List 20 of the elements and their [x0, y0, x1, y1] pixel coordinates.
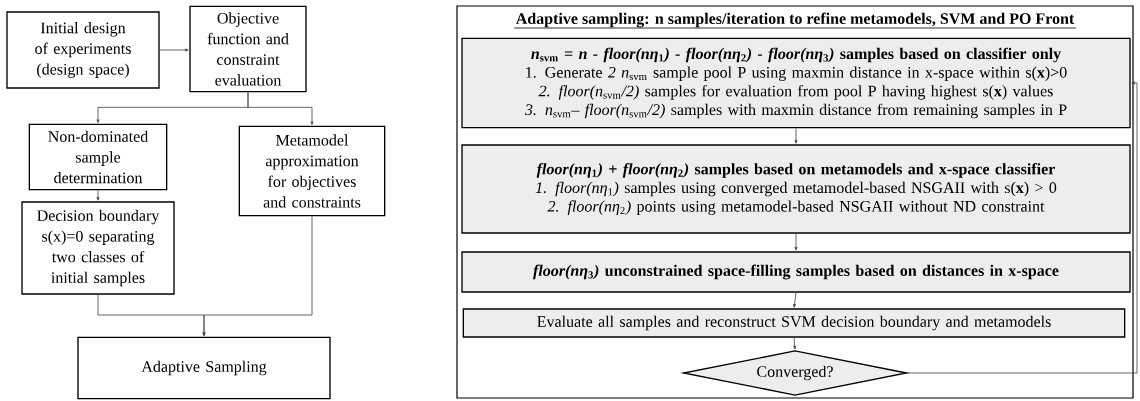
process-box: Decision boundary s(x)=0 separating two classes of initial samples [21, 201, 175, 295]
process-box: floor(nη$_{1}$) + floor(nη$_{2}$) samples based on metamodels and x-space classifier 1. floor(nη$_{1}$) samples using converged metamodel-based NSGAII with s(x) > 0 2. floor(nη$_{2}$) points using metamodel-based NSGAII without ND constraint [461, 144, 1131, 234]
arrow [907, 81, 1138, 374]
process-box: Non-dominated sample determination [28, 123, 168, 191]
arrow [96, 189, 100, 201]
process-box: Metamodel approximation for objectives and constraints [238, 125, 386, 217]
process-box: Evaluate all samples and reconstruct SVM decision boundary and metamodels [462, 308, 1126, 338]
arrow [202, 215, 313, 336]
process-box: n$_{svm}$ = n - floor(nη$_{1}$) - floor(nη$_{2}$) - floor(nη$_{3}$) samples based on classifier only 1. Generate 2 n$_{svm}$ sample pool P using maxmin distance in x-space within s(x)>0 2. floor(n$_{svm}$/2) samples for evaluation from pool P having highest s(x) values 3. n$_{svm}$– floor(n$_{svm}$/2) samples with maxmin distance from remaining samples in P [461, 37, 1131, 129]
arrow [794, 127, 798, 144]
arrow [793, 337, 797, 350]
arrow [794, 233, 798, 251]
process-box: Objective function and constraint evaluation [189, 5, 307, 93]
arrow [793, 292, 797, 308]
process-box: Initial design of experiments (design space) [6, 11, 160, 89]
process-box: floor(nη$_{3}$) unconstrained space-filling samples based on distances in x-space [461, 251, 1131, 293]
process-box: Adaptive Sampling [77, 336, 331, 400]
arrow [159, 48, 189, 52]
arrow [247, 91, 314, 125]
heading: Adaptive sampling: n samples/iteration to refine metamodels, SVM and PO Front [513, 12, 1077, 29]
